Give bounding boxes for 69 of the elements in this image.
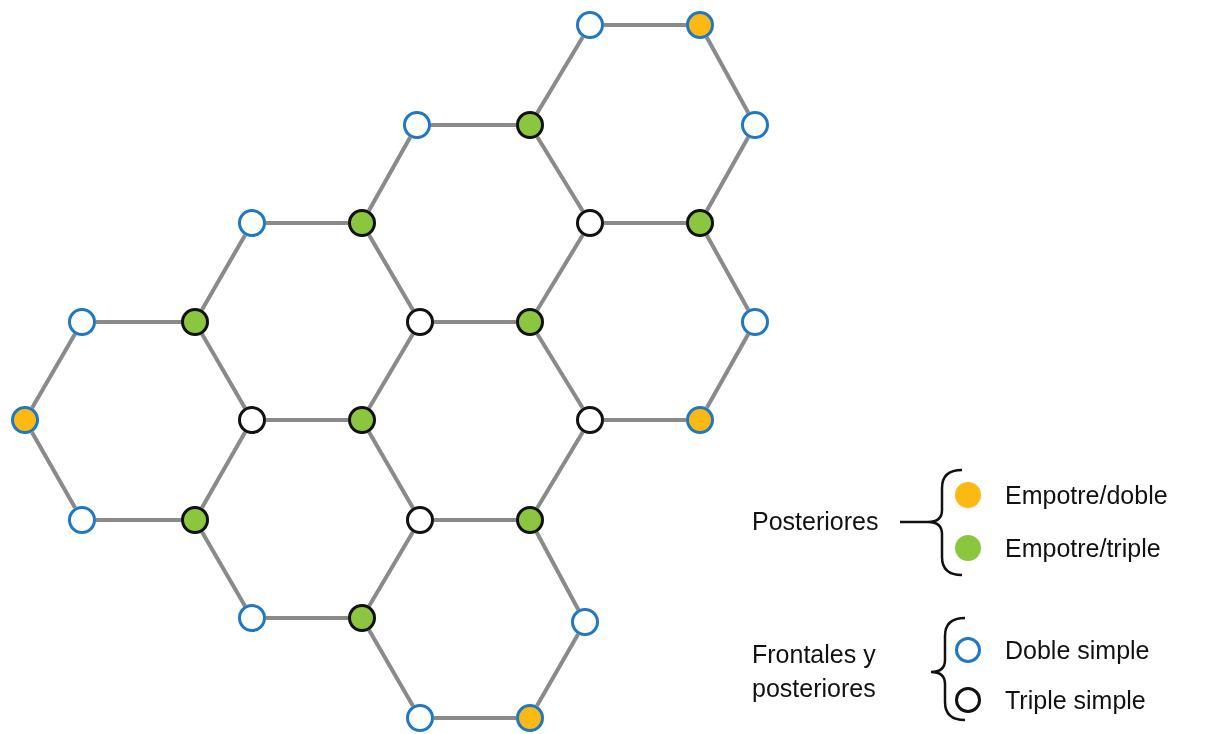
joint-circle — [11, 406, 39, 434]
beam-line — [200, 234, 247, 311]
beam-line — [30, 431, 77, 509]
beam-line — [535, 430, 585, 510]
joint-circle — [403, 111, 431, 139]
beam-line — [431, 123, 516, 127]
beam-line — [96, 518, 181, 522]
beam-line — [266, 418, 348, 422]
joint-circle — [348, 406, 376, 434]
beam-line — [367, 629, 415, 707]
beam-line — [30, 333, 77, 409]
joint-circle — [238, 209, 266, 237]
beam-line — [535, 233, 585, 312]
beam-line — [266, 616, 348, 620]
beam-line — [705, 136, 750, 212]
joint-circle — [686, 11, 714, 39]
beam-line — [200, 333, 247, 409]
joint-circle — [348, 604, 376, 632]
group-label: Posteriores — [752, 506, 879, 537]
beam-line — [604, 221, 686, 225]
joint-circle — [181, 308, 209, 336]
joint-circle — [348, 209, 376, 237]
legend-label: Empotre/doble — [1005, 480, 1168, 511]
joint-circle — [406, 506, 434, 534]
joint-circle — [576, 11, 604, 39]
beam-line — [535, 332, 585, 410]
joint-circle — [406, 308, 434, 336]
legend-label: Empotre/triple — [1005, 533, 1161, 564]
beam-line — [535, 35, 585, 115]
beam-line — [535, 633, 580, 707]
joint-circle — [406, 704, 434, 732]
beam-line — [434, 518, 516, 522]
beam-line — [434, 716, 516, 720]
beam-line — [604, 23, 686, 27]
joint-circle — [238, 604, 266, 632]
joint-circle — [516, 111, 544, 139]
beam-line — [367, 234, 415, 311]
beam-line — [367, 431, 415, 509]
joint-circle — [686, 406, 714, 434]
joint-circle — [68, 308, 96, 336]
joint-circle — [516, 308, 544, 336]
beam-line — [705, 36, 750, 114]
beam-line — [367, 531, 415, 607]
group-label: Frontales y posteriores — [752, 639, 877, 704]
joint-circle — [576, 209, 604, 237]
beam-line — [266, 221, 348, 225]
beam-line — [200, 531, 247, 607]
beam-line — [367, 136, 412, 212]
joint-circle — [686, 209, 714, 237]
joint-circle — [741, 308, 769, 336]
beam-line — [534, 531, 581, 611]
beam-line — [96, 320, 181, 324]
joint-circle — [181, 506, 209, 534]
legend-label: Doble simple — [1005, 635, 1150, 666]
beam-line — [705, 234, 750, 311]
joint-circle — [741, 111, 769, 139]
beam-line — [705, 333, 750, 409]
joint-circle — [238, 406, 266, 434]
joint-circle — [516, 506, 544, 534]
beam-line — [604, 418, 686, 422]
beam-line — [434, 320, 516, 324]
beam-line — [367, 333, 415, 409]
joint-circle — [516, 704, 544, 732]
joint-circle — [68, 506, 96, 534]
joint-circle — [571, 608, 599, 636]
beam-line — [200, 431, 247, 509]
legend-label: Triple simple — [1005, 685, 1146, 716]
joint-circle — [576, 406, 604, 434]
beam-line — [535, 135, 585, 213]
